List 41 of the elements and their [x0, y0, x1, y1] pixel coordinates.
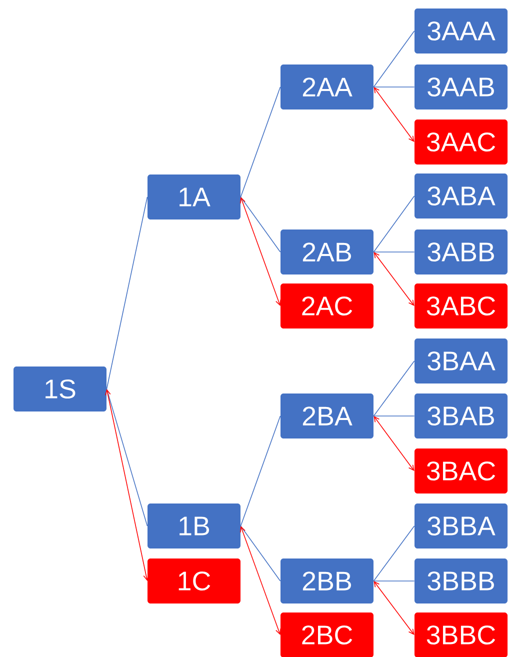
- tree-box: 3AAA: [414, 8, 508, 54]
- arrow: [105, 389, 149, 581]
- tree-box: 3AAC: [414, 120, 508, 164]
- tree-box: 2AC: [280, 284, 374, 328]
- connector-line: [240, 196, 281, 252]
- connector-line: [373, 360, 415, 416]
- tree-box: 2BB: [280, 558, 374, 604]
- tree-box: 3ABA: [414, 174, 508, 218]
- arrow: [240, 526, 282, 635]
- tree-box: 2AB: [280, 230, 374, 274]
- tree-box: 3BAC: [414, 448, 508, 494]
- connector-line: [106, 388, 148, 526]
- tree-box: 3ABB: [414, 230, 508, 274]
- arrow: [374, 581, 414, 635]
- tree-box: 2BA: [280, 394, 374, 438]
- arrow: [374, 252, 414, 306]
- tree-box: 3BAA: [414, 338, 508, 384]
- connector-line: [373, 526, 415, 582]
- tree-box: 2BC: [280, 612, 374, 657]
- tree-box: 2AA: [280, 64, 374, 110]
- tree-box: 1C: [148, 558, 240, 604]
- connector-line: [106, 196, 148, 390]
- connector-line: [373, 86, 415, 88]
- tree-box: 1S: [14, 366, 106, 412]
- connector-line: [240, 526, 281, 582]
- tree-box: 3ABC: [414, 284, 508, 328]
- arrow: [240, 197, 282, 306]
- connector-line: [373, 580, 415, 582]
- tree-box: 3BBB: [414, 558, 508, 604]
- tree-box: 3BBA: [414, 504, 508, 548]
- arrow: [374, 416, 414, 471]
- tree-box: 1A: [148, 174, 240, 220]
- tree-box: 3AAB: [414, 64, 508, 110]
- connector-line: [373, 196, 415, 252]
- arrow: [374, 87, 414, 142]
- connector-line: [373, 30, 415, 88]
- connector-line: [240, 416, 281, 526]
- tree-box: 1B: [148, 504, 240, 548]
- connector-line: [240, 86, 281, 198]
- tree-box: 3BBC: [414, 612, 508, 657]
- tree-box: 3BAB: [414, 394, 508, 438]
